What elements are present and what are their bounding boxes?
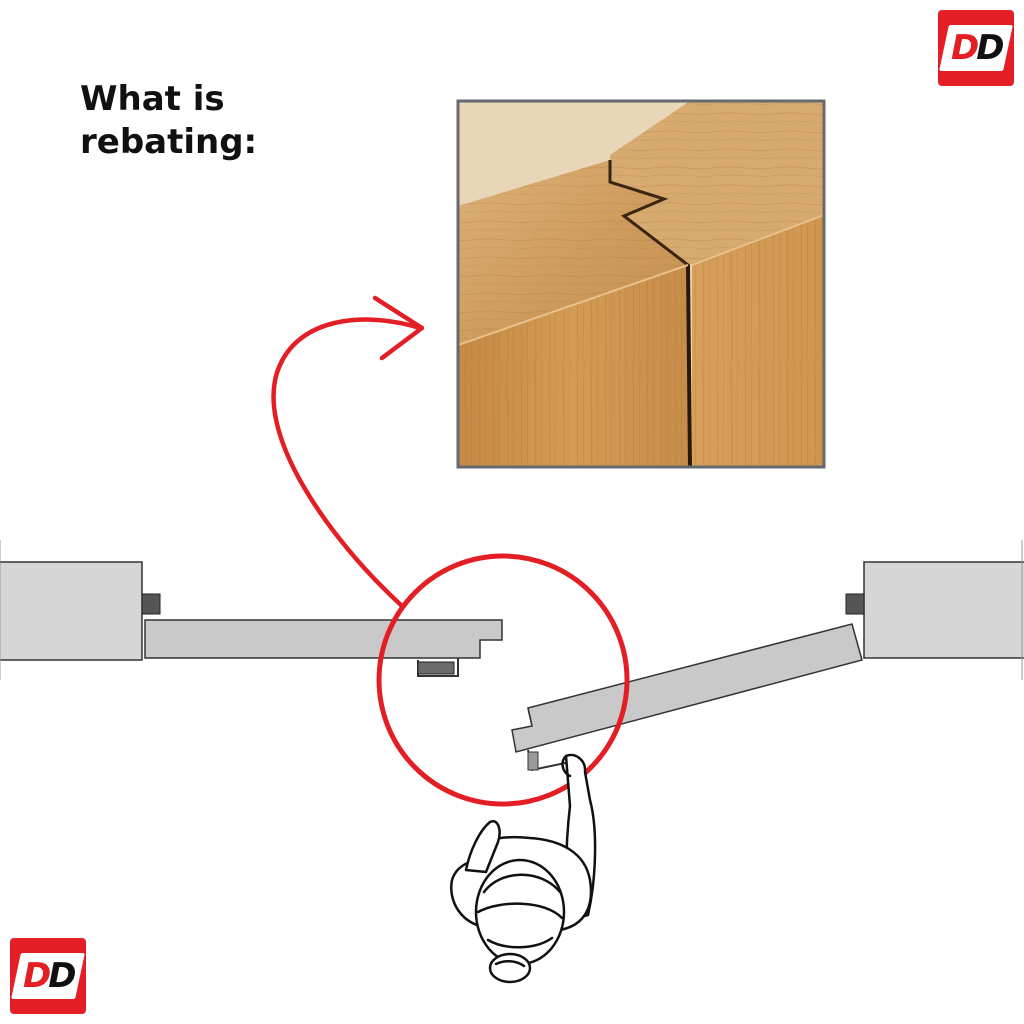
title-line-1: What is xyxy=(80,79,225,119)
brand-logo-bottom-left: DD xyxy=(10,938,86,1014)
photo-frame xyxy=(456,99,826,469)
curved-arrow-icon xyxy=(271,295,425,609)
title-line-2: rebating: xyxy=(80,122,258,162)
right-door-stop xyxy=(845,593,865,615)
right-door-leaf xyxy=(511,623,863,772)
right-wall xyxy=(845,540,1024,680)
brand-logo-top-right: DD xyxy=(938,10,1014,86)
rebate-closeup-photo xyxy=(456,99,826,469)
highlight-circle-icon xyxy=(376,553,630,807)
page-title: What is rebating: xyxy=(80,78,257,164)
person-top-view-icon xyxy=(450,753,597,984)
left-door-leaf xyxy=(144,619,503,677)
left-door-stop xyxy=(141,593,161,615)
door-handle-icon xyxy=(417,661,455,675)
door-handle-icon xyxy=(527,751,539,771)
left-wall xyxy=(0,540,161,680)
